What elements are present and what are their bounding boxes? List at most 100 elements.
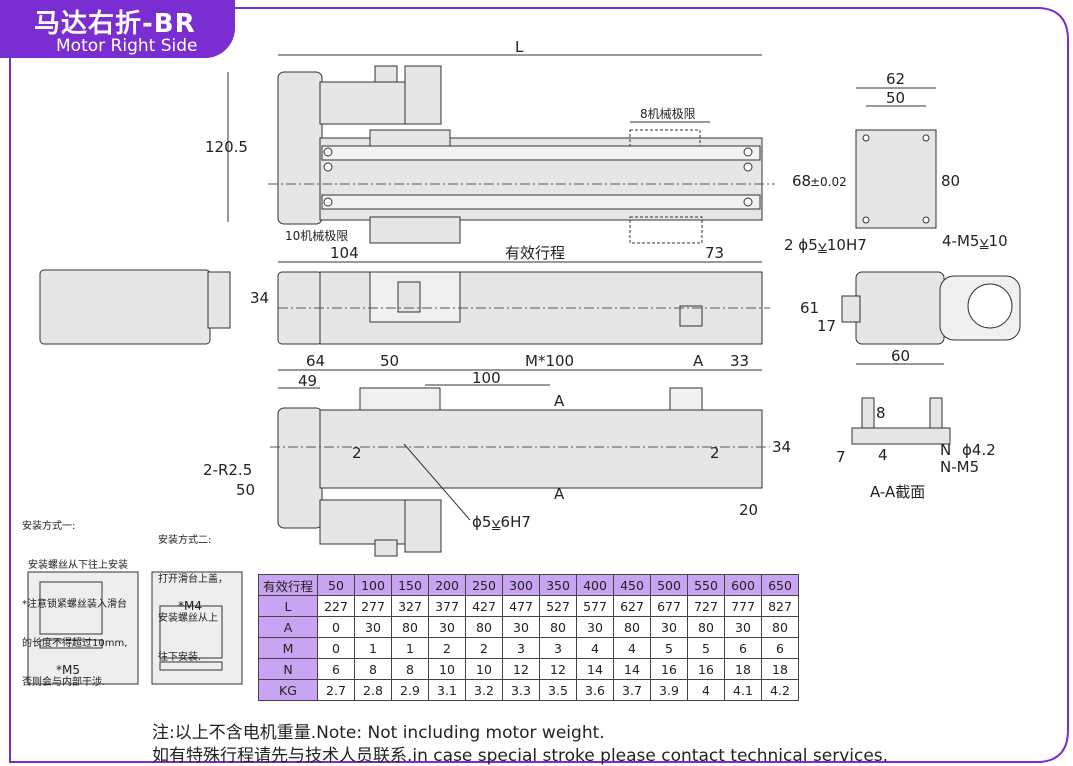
end-view-top <box>855 129 937 229</box>
table-header-cell: 400 <box>576 574 614 596</box>
dim-34-b: 34 <box>772 438 791 456</box>
dim-61: 61 <box>800 299 819 317</box>
install-m1-line: 否则会与内部干涉. <box>22 677 106 688</box>
table-header-cell: 150 <box>391 574 429 596</box>
table-header-cell: 200 <box>428 574 466 596</box>
section-A-bottom: A <box>554 485 565 503</box>
dim-A: A <box>693 352 704 370</box>
table-header-cell: 600 <box>724 574 762 596</box>
dim-phi5-6H7: ϕ5⩣6H7 <box>472 513 531 531</box>
table-header-label: 有效行程 <box>258 574 318 596</box>
table-cell: 18 <box>724 658 762 680</box>
table-cell: 8 <box>391 658 429 680</box>
table-cell: 80 <box>539 616 577 638</box>
table-cell: 4 <box>576 637 614 659</box>
table-cell: 30 <box>724 616 762 638</box>
table-cell: 14 <box>613 658 651 680</box>
table-header-cell: 350 <box>539 574 577 596</box>
table-cell: 3.1 <box>428 679 466 701</box>
install-m1-line: *注意锁紧螺丝装入滑台 <box>22 599 127 610</box>
table-cell: 10 <box>465 658 503 680</box>
dim-2-right: 2 <box>710 444 720 462</box>
dim-4-M5: 4-M5⩣10 <box>942 232 1008 250</box>
table-cell: 4 <box>687 679 725 701</box>
table-cell: 3.6 <box>576 679 614 701</box>
dim-17: 17 <box>817 317 836 335</box>
table-cell: 14 <box>576 658 614 680</box>
table-cell: 2 <box>428 637 466 659</box>
top-side-view <box>277 65 763 244</box>
dim-62: 62 <box>886 70 905 88</box>
table-cell: 3.2 <box>465 679 503 701</box>
table-cell: 777 <box>724 595 762 617</box>
install-illustration-1 <box>27 571 139 685</box>
table-cell: 3 <box>539 637 577 659</box>
table-row-label: L <box>258 595 318 617</box>
dim-80: 80 <box>941 172 960 190</box>
dim-50-a: 50 <box>380 352 399 370</box>
table-header-cell: 650 <box>761 574 799 596</box>
table-cell: 327 <box>391 595 429 617</box>
table-cell: 4.2 <box>761 679 799 701</box>
table-row-label: A <box>258 616 318 638</box>
dim-34-a: 34 <box>250 289 269 307</box>
label-mech-limit-10: 10机械极限 <box>285 228 348 243</box>
table-cell: 12 <box>539 658 577 680</box>
table-cell: 80 <box>613 616 651 638</box>
table-cell: 18 <box>761 658 799 680</box>
dim-100: 100 <box>472 369 501 387</box>
table-header-cell: 300 <box>502 574 540 596</box>
table-header-cell: 100 <box>354 574 392 596</box>
table-row-label: KG <box>258 679 318 701</box>
dim-33: 33 <box>730 352 749 370</box>
table-header-cell: 500 <box>650 574 688 596</box>
dim-section-7: 7 <box>836 448 846 466</box>
table-cell: 30 <box>354 616 392 638</box>
install-m1-line: 的长度不得超过10mm, <box>22 638 128 649</box>
dim-2-left: 2 <box>352 444 362 462</box>
dim-section-N-M5: N-M5 <box>940 458 979 476</box>
table-header-cell: 550 <box>687 574 725 596</box>
dim-20: 20 <box>739 501 758 519</box>
install-m1-line: 安装方式一: <box>22 521 76 532</box>
table-header-row: 有效行程 50 100 150 200 250 300 350 400 450 … <box>258 574 799 596</box>
title-en: Motor Right Side <box>56 36 198 56</box>
table-cell: 477 <box>502 595 540 617</box>
table-cell: 30 <box>650 616 688 638</box>
table-cell: 30 <box>428 616 466 638</box>
table-cell: 677 <box>650 595 688 617</box>
table-cell: 3.3 <box>502 679 540 701</box>
table-cell: 1 <box>391 637 429 659</box>
table-cell: 6 <box>761 637 799 659</box>
table-cell: 80 <box>761 616 799 638</box>
table-cell: 5 <box>687 637 725 659</box>
dim-64: 64 <box>306 352 325 370</box>
table-cell: 3.9 <box>650 679 688 701</box>
table-header-cell: 250 <box>465 574 503 596</box>
install-m2-line: 打开滑台上盖， <box>158 574 228 585</box>
label-M5: *M5 <box>56 663 80 677</box>
middle-view <box>39 269 763 345</box>
dim-section-phi4-2: ϕ4.2 <box>962 441 996 459</box>
table-cell: 4 <box>613 637 651 659</box>
install-m2-line: 安装螺丝从上 <box>158 613 218 624</box>
dim-120-5: 120.5 <box>205 138 248 156</box>
table-cell: 80 <box>687 616 725 638</box>
table-cell: 527 <box>539 595 577 617</box>
table-cell: 0 <box>317 637 355 659</box>
section-title: A-A截面 <box>870 483 925 501</box>
table-cell: 30 <box>576 616 614 638</box>
spec-table: 有效行程 50 100 150 200 250 300 350 400 450 … <box>258 574 799 701</box>
dim-section-N: N <box>940 441 951 459</box>
install-method-1: 安装方式一: 安装螺丝从下往上安装 *注意锁紧螺丝装入滑台 的长度不得超过10m… <box>22 494 128 702</box>
table-cell: 16 <box>650 658 688 680</box>
install-method-2: 安装方式二: 打开滑台上盖， 安装螺丝从上 往下安装. <box>158 508 228 677</box>
table-cell: 3.7 <box>613 679 651 701</box>
dim-50-c: 50 <box>886 89 905 107</box>
table-cell: 2.7 <box>317 679 355 701</box>
